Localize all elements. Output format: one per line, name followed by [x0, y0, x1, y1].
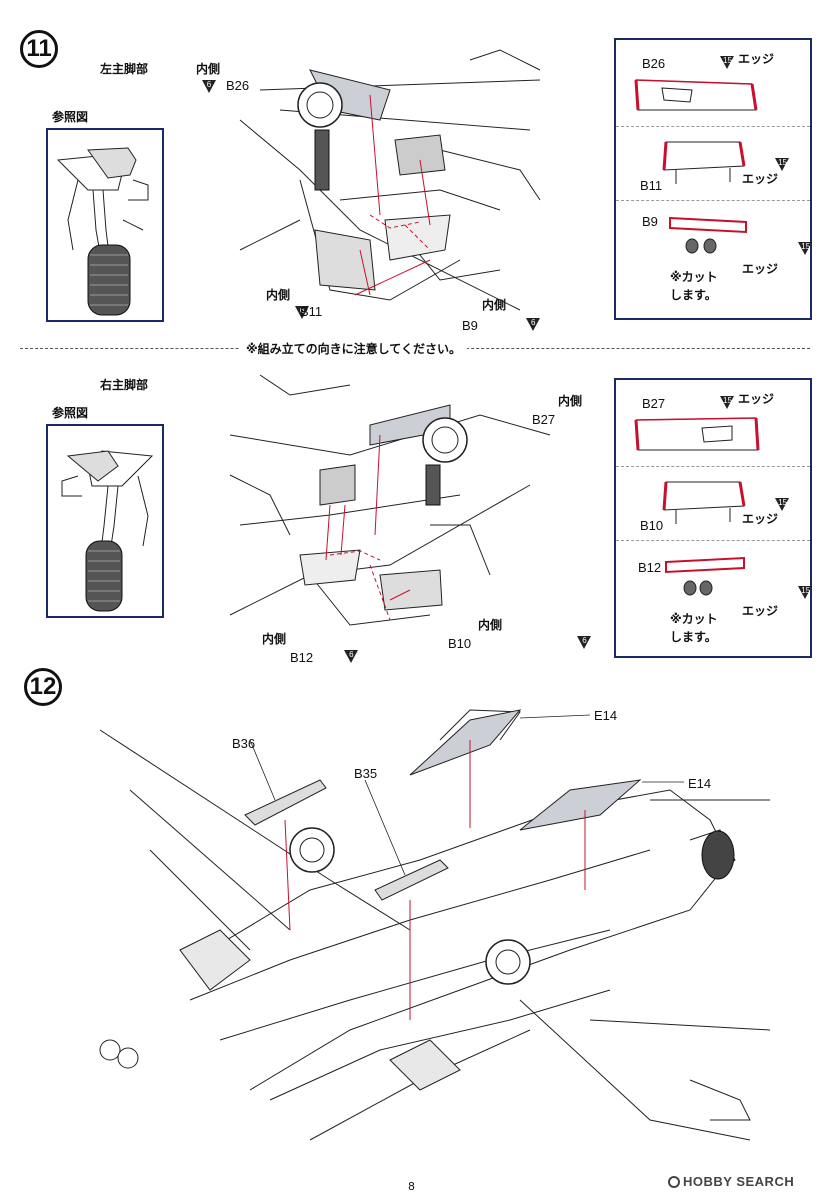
b10-inner-label: 内側 — [478, 618, 503, 632]
detail-b11-label: B11 — [640, 178, 663, 193]
b11-inner-label: 内側 — [266, 288, 291, 302]
paint-marker-b9: 6 — [526, 318, 541, 331]
b26-detail-shape — [634, 79, 758, 111]
right-detail-panel: B27 15 エッジ 15 エッジ B10 B12 15 エッジ ※カット しま… — [614, 378, 813, 658]
b10-detail-shape — [662, 481, 746, 524]
part-e14-lower-shape — [519, 779, 642, 831]
page-number: 8 — [408, 1180, 415, 1193]
orientation-note: ※組み立ての向きに注意してください。 — [240, 340, 467, 357]
detail-b27-label: B27 — [642, 396, 666, 411]
paint-marker-b26: 6 — [202, 80, 216, 93]
left-reference-label: 参照図 — [52, 110, 89, 124]
cut-note-right-line2: します。 — [670, 630, 717, 644]
edge-marker-b9: 15 — [798, 242, 813, 255]
cut-note-line2: します。 — [670, 288, 717, 302]
divider-3 — [616, 466, 810, 467]
watermark-text: HOBBY SEARCH — [683, 1174, 795, 1189]
part-b35-label: B35 — [354, 766, 378, 781]
edge-label-b27: エッジ — [738, 392, 775, 406]
step-11-number: 11 — [20, 30, 58, 68]
edge-label-b26: エッジ — [738, 52, 775, 66]
part-e14-upper-label: E14 — [594, 708, 618, 723]
detail-b9-label: B9 — [642, 214, 658, 229]
left-gear-title: 左主脚部 — [100, 62, 149, 76]
watermark-logo-icon — [668, 1176, 680, 1188]
part-b35-shape — [374, 859, 449, 901]
b9-inner-label: 内側 — [482, 298, 507, 312]
divider-1 — [616, 126, 810, 127]
b27-inner-label: 内側 — [558, 394, 583, 408]
edge-label-b9: エッジ — [742, 262, 779, 276]
part-b26-label: B26 — [226, 78, 250, 93]
b27-detail-shape — [634, 417, 760, 451]
right-gear-title: 右主脚部 — [100, 378, 149, 392]
b26-inner-label: 内側 — [196, 62, 221, 76]
watermark: HOBBY SEARCH — [668, 1174, 794, 1189]
paint-marker-b12: 6 — [344, 650, 359, 663]
detail-b10-label: B10 — [640, 518, 664, 533]
b11-detail-shape — [662, 141, 746, 184]
cut-note-right-line1: ※カット — [670, 612, 718, 626]
divider-2 — [616, 200, 810, 201]
part-b12-label: B12 — [290, 650, 314, 665]
edge-marker-b26: 15 — [720, 56, 734, 69]
part-b27-label: B27 — [532, 412, 556, 427]
right-gear-sketch — [61, 450, 154, 612]
part-b11-label: B11 — [300, 304, 323, 319]
paint-marker-b10: 6 — [577, 636, 592, 649]
part-b36-label: B36 — [232, 736, 256, 751]
edge-marker-b27: 15 — [720, 396, 734, 409]
edge-marker-b12: 15 — [798, 586, 813, 599]
part-e14-upper-shape — [409, 709, 522, 776]
step-12-number: 12 — [24, 668, 62, 706]
detail-b12-label: B12 — [638, 560, 662, 575]
part-b36-shape — [244, 779, 327, 826]
edge-marker-b10: 15 — [775, 498, 790, 511]
left-reference-figure — [46, 128, 164, 322]
divider-4 — [616, 540, 810, 541]
left-detail-panel: B26 15 エッジ 15 エッジ B11 B9 15 エッジ ※カット します… — [614, 38, 813, 320]
part-b9-label: B9 — [462, 318, 478, 333]
b9-detail-shape — [669, 216, 747, 254]
b12-inner-label: 内側 — [262, 632, 287, 646]
step12-assembly-diagram — [99, 709, 771, 1141]
part-e14-lower-label: E14 — [688, 776, 712, 791]
paint-marker-b11: 6 — [295, 306, 310, 319]
edge-label-b10: エッジ — [742, 512, 779, 526]
detail-b26-label: B26 — [642, 56, 666, 71]
right-reference-figure — [46, 424, 164, 618]
cut-note-line1: ※カット — [670, 270, 718, 284]
b12-detail-shape — [665, 556, 745, 596]
right-gear-diagram — [229, 374, 551, 626]
edge-marker-b11: 15 — [775, 158, 790, 171]
edge-label-b12: エッジ — [742, 604, 779, 618]
part-b10-label: B10 — [448, 636, 472, 651]
edge-label-b11: エッジ — [742, 172, 779, 186]
right-reference-label: 参照図 — [52, 406, 89, 420]
left-gear-diagram — [239, 49, 541, 311]
left-gear-sketch — [56, 147, 149, 316]
